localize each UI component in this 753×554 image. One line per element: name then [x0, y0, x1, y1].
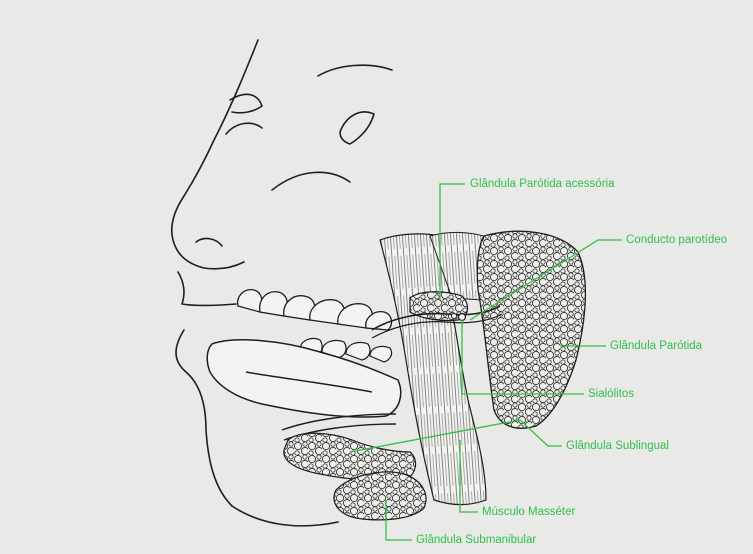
submandibular-gland: [334, 472, 426, 520]
label-sublingual: Glândula Sublingual: [566, 440, 669, 453]
label-parotida: Glândula Parótida: [610, 340, 702, 353]
parotid-gland: [477, 231, 585, 428]
jaw-line: [232, 506, 338, 526]
eye-right: [340, 112, 374, 144]
sialolith: [459, 314, 466, 321]
label-masseter: Músculo Masséter: [482, 506, 575, 519]
brow-right: [318, 65, 392, 76]
nose-outline: [172, 196, 244, 269]
brow-line: [184, 40, 258, 196]
label-submandibular: Glândula Submanibular: [416, 534, 536, 547]
eye-upper: [230, 94, 262, 112]
eye-lid: [226, 123, 262, 134]
label-sialolitos: Sialólitos: [588, 388, 634, 401]
cheek-line: [272, 172, 350, 190]
upper-lip: [178, 272, 236, 306]
label-conducto-parotideo: Conducto parotídeo: [626, 234, 727, 247]
upper-teeth: [238, 290, 392, 330]
label-parotida-acessoria: Glândula Parótida acessória: [470, 178, 614, 191]
nostril: [196, 239, 222, 246]
